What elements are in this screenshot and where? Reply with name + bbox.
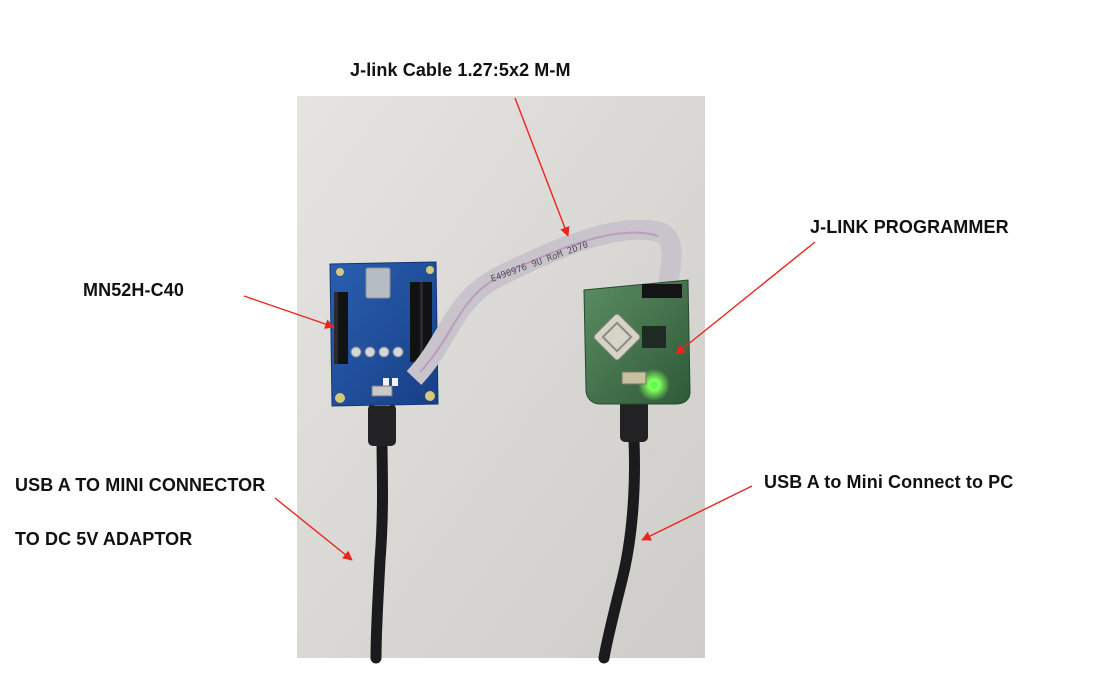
usb-cable-right — [598, 434, 640, 664]
arrow-usb-left — [274, 497, 353, 561]
programmer-chip — [593, 313, 641, 361]
board-hole-2 — [425, 391, 435, 401]
label-usb-left-line1: USB A TO MINI CONNECTOR — [15, 475, 266, 495]
usb-plug-left — [368, 404, 396, 446]
label-usb-left-line2: TO DC 5V ADAPTOR — [15, 529, 193, 549]
jlink-ribbon-stripe — [419, 231, 659, 373]
board-buttons — [350, 346, 404, 358]
label-usb-right: USB A to Mini Connect to PC — [764, 472, 1014, 492]
jlink-programmer — [583, 279, 691, 405]
board-led-1 — [383, 378, 389, 386]
board-hole-4 — [426, 266, 434, 274]
label-jlink-programmer: J-LINK PROGRAMMER — [810, 217, 1009, 237]
programmer-mcu — [642, 326, 666, 348]
board-header-right — [410, 282, 432, 362]
board-led-2 — [392, 378, 398, 386]
usb-cable-left — [370, 434, 388, 664]
arrow-cable — [514, 97, 570, 237]
label-mn52h-board: MN52H-C40 — [83, 280, 184, 300]
board-hole-3 — [336, 268, 344, 276]
mn52h-board — [329, 261, 439, 407]
board-hole-1 — [335, 393, 345, 403]
photo: E490976 9U RoM 2D70 — [297, 96, 705, 664]
arrow-board — [243, 295, 335, 329]
usb-plug-right — [620, 398, 648, 442]
board-usb-port — [371, 385, 393, 397]
label-jlink-cable: J-link Cable 1.27:5x2 M-M — [350, 60, 571, 80]
programmer-header — [642, 284, 682, 298]
board-module — [365, 267, 391, 299]
arrow-usb-right — [641, 485, 753, 541]
programmer-usb-port — [621, 371, 647, 385]
arrow-programmer — [675, 241, 816, 355]
programmer-led — [650, 381, 658, 389]
programmer-chip-inner — [601, 321, 633, 353]
annotation-arrows — [243, 97, 816, 561]
board-header-left — [334, 292, 348, 364]
